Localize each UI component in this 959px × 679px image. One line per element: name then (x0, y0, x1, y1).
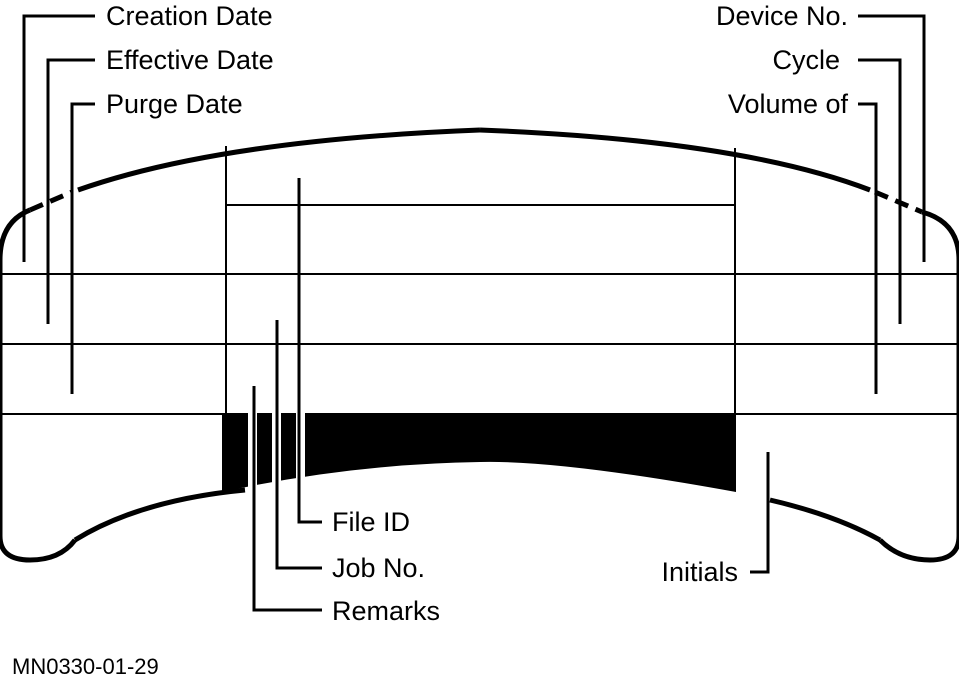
right-leaders (858, 14, 926, 394)
top-arc-left (77, 127, 481, 193)
label-job-no: Job No. (332, 553, 425, 583)
leader-initials (750, 452, 770, 574)
leader-remarks (252, 386, 322, 612)
left-leaders (22, 14, 95, 394)
top-arc-right (479, 127, 871, 193)
label-initials: Initials (661, 557, 738, 587)
label-remarks: Remarks (332, 596, 440, 626)
label-effective-date: Effective Date (106, 45, 274, 75)
label-cycle: Cycle (772, 45, 840, 75)
leader-volume-of (858, 102, 878, 394)
label-volume-of: Volume of (728, 89, 849, 119)
left-side (0, 207, 77, 563)
label-file-id: File ID (332, 507, 410, 537)
figure-id: MN0330-01-29 (12, 654, 159, 679)
bottom-curve-right (769, 497, 882, 543)
leader-cycle (858, 58, 902, 324)
leader-purge-date (70, 102, 95, 394)
left-dashed-shoulder (29, 189, 73, 213)
label-device-no: Device No. (716, 1, 848, 31)
label-purge-date: Purge Date (106, 89, 243, 119)
leader-job-no (275, 320, 322, 570)
bottom-curve-left (73, 487, 246, 543)
leader-effective-date (46, 58, 95, 324)
leader-device-no (858, 14, 926, 262)
label-creation-date: Creation Date (106, 1, 273, 31)
center-panel-borders (225, 146, 736, 414)
label-outline (0, 127, 959, 563)
row-lines (0, 204, 959, 415)
leader-creation-date (22, 14, 95, 262)
leader-file-id (297, 178, 322, 524)
black-band-fill (222, 414, 736, 492)
right-side (878, 209, 959, 563)
bottom-leaders (252, 178, 770, 612)
